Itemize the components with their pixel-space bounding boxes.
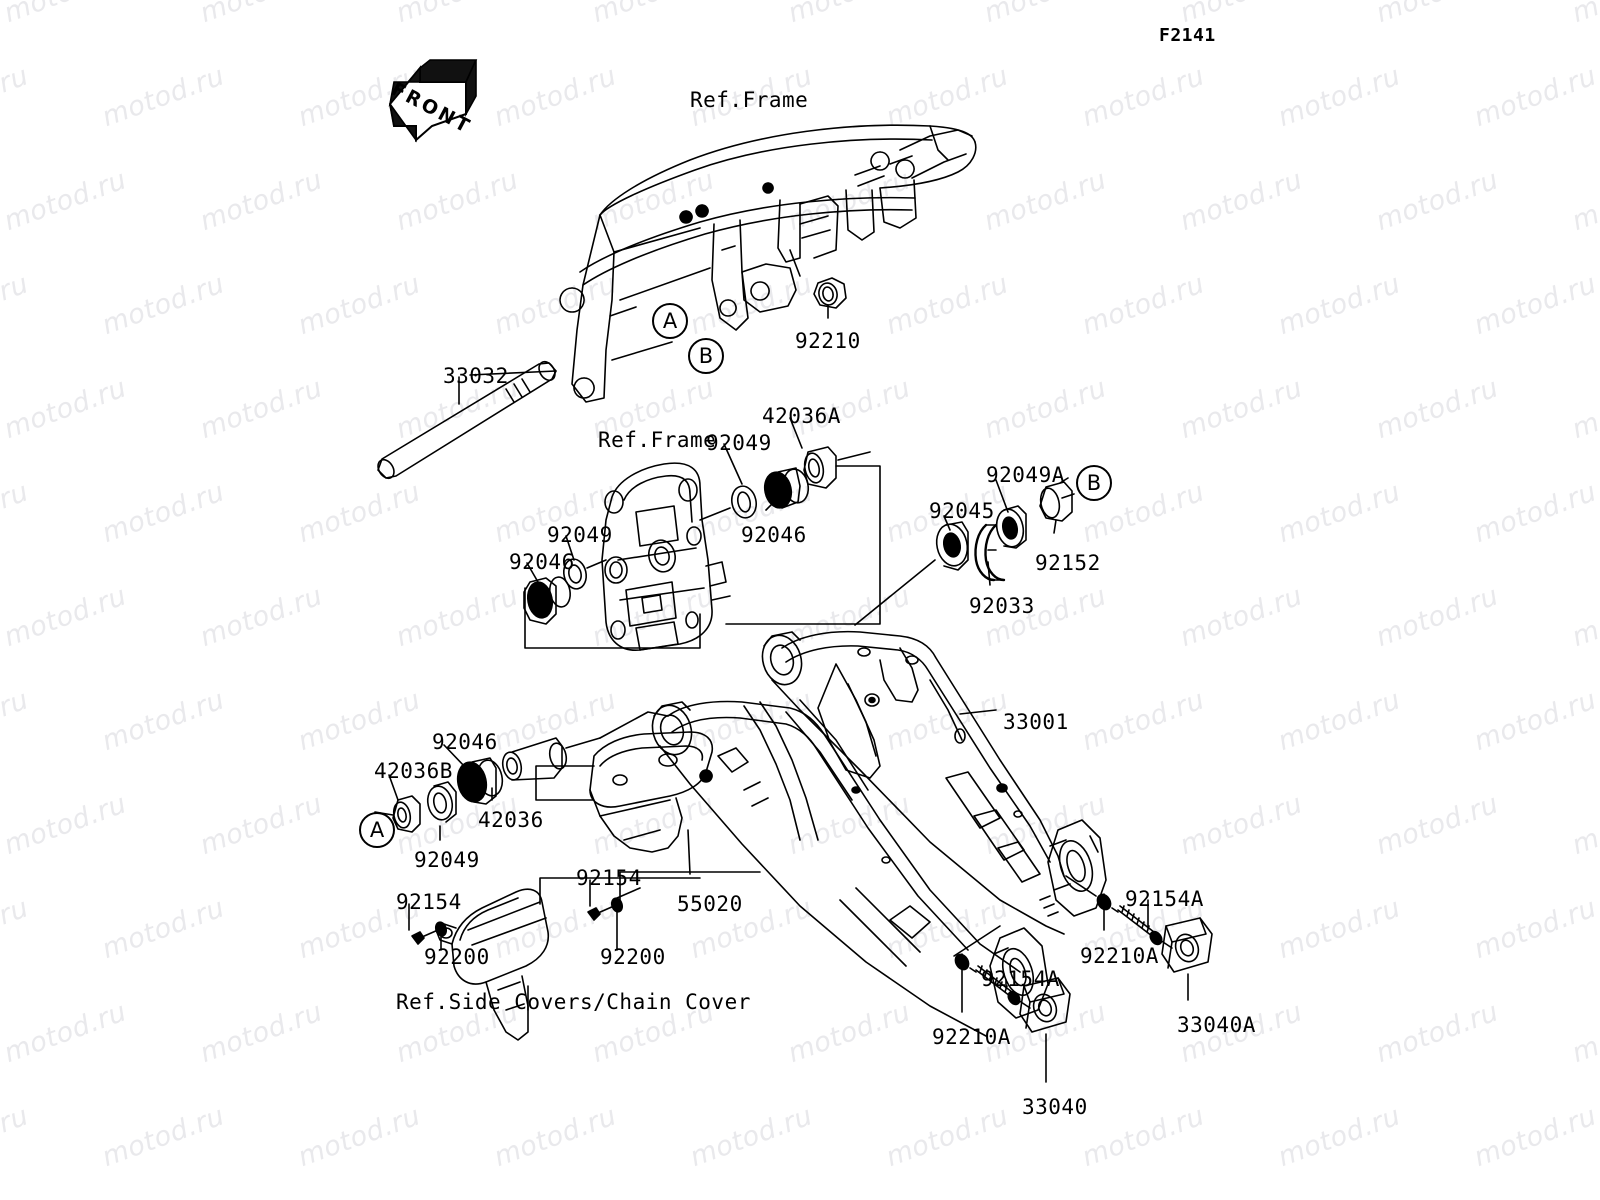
part-number-chain-adjuster-33040[interactable]: 33040 [1022, 1095, 1088, 1119]
leader-b-right [1059, 477, 1069, 484]
leader-92046-left [526, 562, 539, 583]
bushing-stack-lower-art [392, 737, 601, 833]
leader-92045 [943, 515, 951, 531]
part-number-nut-92210[interactable]: 92210 [795, 329, 861, 353]
align-guide-bushing [599, 711, 669, 739]
bolt-92154-right-art [587, 879, 641, 951]
leader-bearing-group-to-swingarm [854, 559, 936, 626]
align-guide-cover [619, 871, 761, 901]
frame-bracket-art [601, 462, 731, 651]
circled-marker-a-0: A [652, 303, 688, 339]
leader-92049-left [565, 535, 575, 561]
leader-92152 [1053, 519, 1057, 534]
part-number-swingarm-33001[interactable]: 33001 [1003, 710, 1069, 734]
part-number-ball-bearing-92045[interactable]: 92045 [929, 499, 995, 523]
leader-92046-right [765, 495, 781, 511]
leader-92049a [995, 479, 1009, 513]
leader-b-top [611, 341, 673, 361]
part-number-nut-92210a-lower[interactable]: 92210A [932, 1025, 1011, 1049]
leader-92033 [987, 561, 991, 586]
circled-marker-b-2: B [1076, 465, 1112, 501]
front-direction-indicator: FRONT [370, 52, 480, 156]
part-number-collar-92152[interactable]: 92152 [1035, 551, 1101, 575]
bearing-stack-left-art [523, 558, 607, 625]
ref-frame-top: Ref.Frame [690, 88, 809, 112]
leader-a-top [609, 306, 637, 317]
part-number-bolt-92154-left[interactable]: 92154 [396, 890, 462, 914]
circled-marker-a-3: A [359, 812, 395, 848]
align-guide-cover-2 [539, 877, 701, 905]
nut-92210-art [813, 277, 847, 319]
ref-side-covers: Ref.Side Covers/Chain Cover [396, 990, 751, 1014]
leader-42036a [789, 417, 803, 449]
part-number-oil-seal-92049a[interactable]: 92049A [986, 463, 1065, 487]
rear-subframe-art [559, 124, 977, 403]
leader-33001 [959, 709, 997, 715]
leader-55020 [687, 829, 691, 875]
chain-adjuster-upper-art [1065, 875, 1213, 1001]
part-number-bolt-92154a-upper[interactable]: 92154A [1125, 887, 1204, 911]
leader-42036b [388, 774, 399, 801]
bearing-group-right-art [935, 481, 1075, 582]
leader-92046-lower [443, 744, 467, 769]
part-number-washer-92200-left[interactable]: 92200 [424, 945, 490, 969]
circled-marker-b-1: B [688, 338, 724, 374]
part-number-nut-92210a-upper[interactable]: 92210A [1080, 944, 1159, 968]
part-number-collar-42036[interactable]: 42036 [478, 808, 544, 832]
part-number-oil-seal-92049-lower[interactable]: 92049 [414, 848, 480, 872]
part-number-snap-ring-92033[interactable]: 92033 [969, 594, 1035, 618]
swingarm-33001-art [651, 630, 1107, 1037]
chain-adjuster-lower-art [953, 925, 1071, 1083]
part-number-chain-guard-55020[interactable]: 55020 [677, 892, 743, 916]
part-number-chain-adjuster-33040a[interactable]: 33040A [1177, 1013, 1256, 1037]
part-number-bearing-92046-lower[interactable]: 92046 [432, 730, 498, 754]
bolt-92154-left-art [408, 903, 448, 951]
align-guide-guard [535, 765, 595, 801]
pivot-shaft-33032-art [377, 360, 557, 480]
part-number-bolt-92154-right[interactable]: 92154 [576, 866, 642, 890]
part-number-swingarm-pivot-shaft[interactable]: 33032 [443, 364, 509, 388]
ref-frame-mid: Ref.Frame [598, 428, 717, 452]
diagram-code: F2141 [1159, 25, 1216, 46]
part-number-collar-42036a[interactable]: 42036A [762, 404, 841, 428]
part-number-bearing-92046-left[interactable]: 92046 [509, 550, 575, 574]
part-number-washer-92200-right[interactable]: 92200 [600, 945, 666, 969]
part-number-bearing-92046-right[interactable]: 92046 [741, 523, 807, 547]
part-number-oil-seal-92049-upper[interactable]: 92049 [706, 431, 772, 455]
align-guide-1 [524, 587, 701, 649]
chain-guard-55020-art [589, 731, 714, 853]
part-number-collar-42036b[interactable]: 42036B [374, 759, 453, 783]
bearing-stack-right-art [699, 446, 871, 521]
part-number-oil-seal-92049-left[interactable]: 92049 [547, 523, 613, 547]
align-guide-2 [725, 465, 881, 625]
part-number-bolt-92154a-lower[interactable]: 92154A [981, 967, 1060, 991]
leader-92049-right [723, 443, 743, 485]
